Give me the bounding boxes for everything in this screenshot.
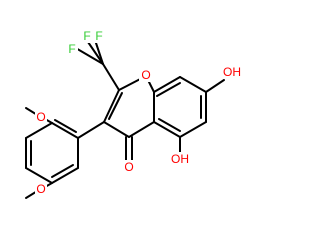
bond	[25, 167, 53, 184]
bond	[51, 122, 79, 139]
bond	[103, 121, 130, 138]
bond	[103, 89, 120, 123]
bond	[205, 79, 225, 93]
atom-label-layer: O O OH OH F F F O O	[35, 29, 244, 196]
fluorine-label: F	[95, 29, 102, 43]
bond	[153, 121, 181, 138]
bond-layer	[25, 39, 225, 199]
bond	[54, 119, 77, 133]
bond	[73, 46, 104, 65]
hydroxy-5-label: OH	[171, 152, 189, 166]
bond	[158, 118, 181, 132]
bond	[51, 167, 79, 184]
carbonyl-oxygen-label: O	[124, 160, 133, 174]
bond	[102, 63, 120, 91]
bond	[51, 164, 74, 178]
methoxy-oxygen-label: O	[36, 182, 45, 196]
methoxy-oxygen-label: O	[36, 110, 45, 124]
bond	[87, 41, 104, 65]
bond	[128, 121, 155, 138]
fluorine-label: F	[68, 42, 75, 56]
fluorine-label: F	[83, 29, 90, 43]
ring-oxygen-label: O	[141, 68, 150, 82]
bond	[179, 76, 207, 93]
hydroxy-7-label: OH	[223, 65, 241, 79]
bond	[153, 76, 181, 93]
bond	[179, 121, 207, 138]
bond	[156, 82, 181, 97]
bond	[77, 121, 105, 139]
bond	[94, 39, 104, 65]
bond	[108, 92, 123, 120]
chemical-structure: O O OH OH F F F O O	[25, 29, 244, 199]
bond	[25, 122, 53, 139]
